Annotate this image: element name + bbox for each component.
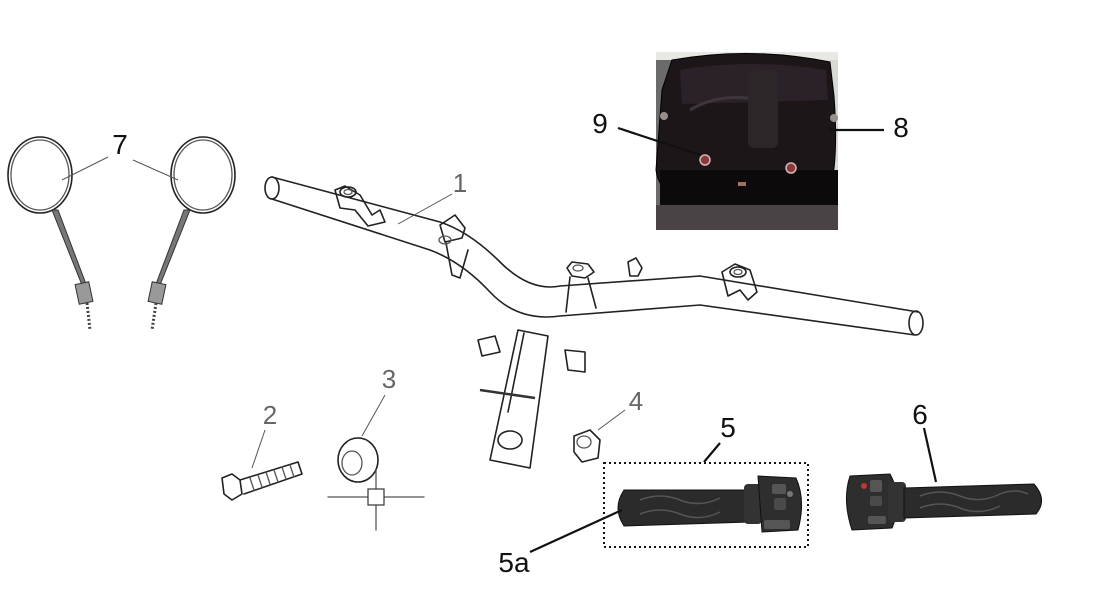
label-3: 3 <box>382 364 396 394</box>
label-4: 4 <box>629 386 643 416</box>
label-2: 2 <box>263 400 277 430</box>
label-5: 5 <box>720 412 736 443</box>
left-grip-switch <box>617 475 802 533</box>
handlebar <box>264 176 924 469</box>
bolt <box>221 461 303 501</box>
mirror-right <box>147 136 236 331</box>
leader-7-left <box>61 156 109 181</box>
mirror-left <box>7 136 94 331</box>
label-1: 1 <box>453 168 467 198</box>
label-9: 9 <box>592 108 608 139</box>
leader-4 <box>597 409 626 431</box>
leader-3 <box>361 394 386 437</box>
leader-6 <box>922 427 938 483</box>
leader-5a <box>529 508 623 554</box>
leader-7-right <box>132 159 179 181</box>
leader-5 <box>703 442 721 463</box>
label-5a: 5a <box>498 547 530 578</box>
nut-small <box>573 429 601 463</box>
leader-9 <box>617 126 701 157</box>
group-5-box <box>603 462 809 548</box>
right-grip-switch <box>846 473 1042 531</box>
nut-large <box>327 437 425 531</box>
label-8: 8 <box>893 112 909 143</box>
label-6: 6 <box>912 399 928 430</box>
leader-2 <box>251 429 266 469</box>
leader-1 <box>397 193 453 225</box>
label-7: 7 <box>112 129 128 160</box>
windscreen-photo <box>655 52 838 230</box>
